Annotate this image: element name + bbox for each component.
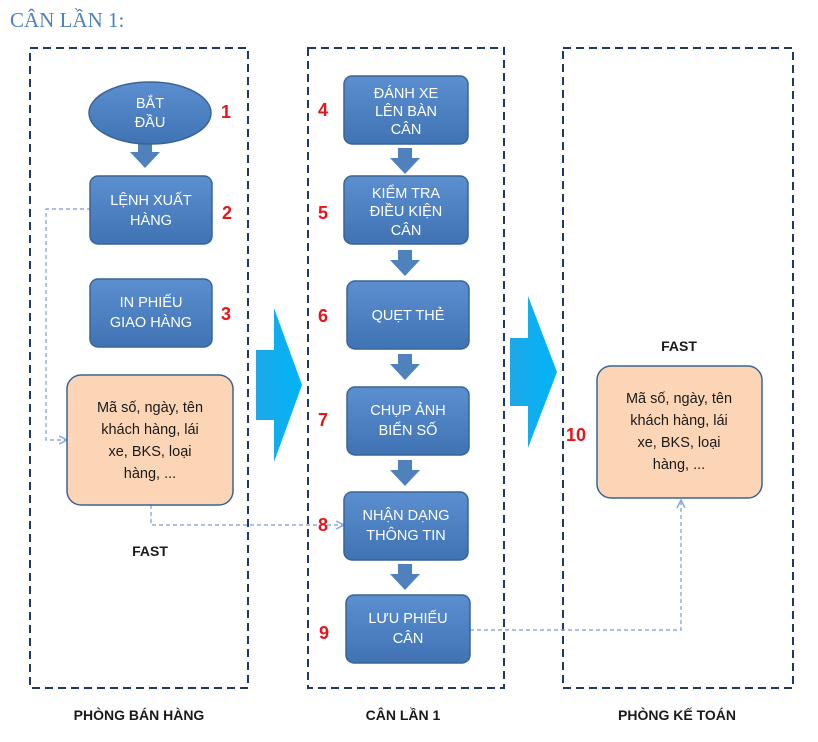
down-arrow-6-7: [390, 354, 420, 380]
lane-label-weighing: CÂN LẦN 1: [366, 706, 441, 723]
note-accounting-line-2: khách hàng, lái: [630, 413, 728, 429]
step-number-5: 5: [318, 203, 328, 223]
step-capture-plate: [346, 386, 470, 456]
step-swipe-line-1: QUẸT THẺ: [372, 307, 445, 324]
big-arrow-1: [256, 308, 302, 462]
step-swipe-card: [346, 280, 470, 350]
lane-accounting: [562, 47, 794, 689]
step-sales-order: [89, 175, 213, 245]
step-capture-line-1: CHỤP ẢNH: [370, 402, 445, 419]
step-drive-line-2: LÊN BÀN: [375, 103, 437, 120]
step-print-delivery-line-2: GIAO HÀNG: [110, 314, 192, 331]
step-drive-line-3: CÂN: [391, 121, 422, 138]
step-print-delivery-line-1: IN PHIẾU: [120, 294, 183, 311]
note-accounting-line-3: xe, BKS, loại: [637, 435, 720, 451]
connector-note-to-identify: [150, 505, 344, 525]
lane-sales: [29, 47, 249, 689]
lane-label-sales: PHÒNG BÁN HÀNG: [74, 706, 205, 723]
step-number-10: 10: [566, 425, 586, 445]
down-arrow-5-6: [390, 250, 420, 276]
big-arrow-2: [510, 296, 557, 448]
page-title: CÂN LẦN 1:: [10, 8, 124, 32]
step-drive-line-1: ĐÁNH XE: [374, 85, 439, 102]
step-save-ticket: [345, 594, 471, 664]
down-arrow-8-9: [390, 564, 420, 590]
note-sales-line-1: Mã số, ngày, tên: [97, 400, 203, 416]
step-identify-info: [343, 491, 469, 561]
note-accounting-line-4: hàng, ...: [653, 457, 705, 473]
down-arrow-4-5: [390, 148, 420, 174]
step-start-line-1: BẮT: [136, 94, 164, 112]
step-number-2: 2: [222, 203, 232, 223]
lane-label-accounting: PHÒNG KẾ TOÁN: [618, 706, 736, 723]
note-sales-info: [66, 374, 234, 506]
step-number-9: 9: [319, 623, 329, 643]
step-number-1: 1: [221, 102, 231, 122]
note-sales-line-2: khách hàng, lái: [101, 422, 199, 438]
step-check-line-3: CÂN: [391, 222, 422, 239]
step-number-7: 7: [318, 410, 328, 430]
step-capture-line-2: BIỂN SỐ: [379, 421, 438, 439]
step-identify-line-1: NHẬN DẠNG: [362, 507, 449, 524]
step-check-conditions: [343, 175, 469, 245]
note-accounting-info: [596, 365, 763, 499]
step-save-line-2: CÂN: [393, 630, 424, 647]
note-accounting-line-1: Mã số, ngày, tên: [626, 391, 732, 407]
step-number-8: 8: [318, 515, 328, 535]
step-print-delivery: [89, 278, 213, 348]
note-sales-line-3: xe, BKS, loại: [108, 444, 191, 460]
note-sales-line-4: hàng, ...: [124, 466, 176, 482]
step-number-3: 3: [221, 304, 231, 324]
step-start-line-2: ĐẦU: [135, 114, 166, 131]
step-drive-onto-scale: [343, 75, 469, 145]
step-check-line-1: KIỂM TRA: [372, 184, 441, 202]
down-arrow-1-2: [130, 144, 160, 168]
down-arrow-7-8: [390, 460, 420, 486]
step-start: [88, 81, 212, 145]
connector-order-to-note: [45, 208, 91, 440]
step-save-line-1: LƯU PHIẾU: [368, 610, 447, 627]
lane-weighing: [307, 47, 505, 689]
step-sales-order-line-1: LỆNH XUẤT: [110, 192, 192, 209]
step-sales-order-line-2: HÀNG: [130, 212, 172, 229]
step-check-line-2: ĐIỀU KIỆN: [370, 203, 443, 220]
step-number-6: 6: [318, 306, 328, 326]
step-identify-line-2: THÔNG TIN: [366, 527, 445, 544]
step-number-4: 4: [318, 100, 328, 120]
connector-save-to-accounting: [470, 500, 681, 631]
note-sales-label: FAST: [132, 543, 168, 559]
note-accounting-label: FAST: [661, 338, 697, 354]
